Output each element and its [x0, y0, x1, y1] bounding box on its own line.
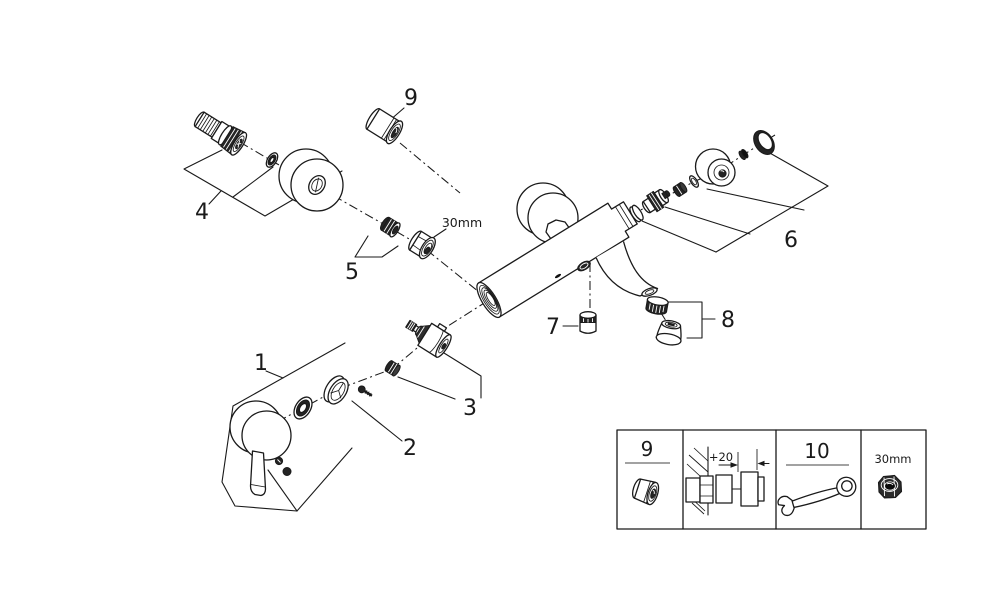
part1-lever-handle — [229, 400, 292, 497]
part6-escutcheon-cap — [694, 148, 736, 187]
spares-detail-box: 9 — [616, 429, 927, 530]
box-nut-size-label: 30mm — [874, 452, 911, 466]
part3-fixing-screw — [357, 385, 373, 397]
part7-screw-plug — [579, 311, 597, 334]
bath-spout — [595, 241, 659, 297]
callout-9: 9 — [404, 86, 418, 111]
part3-ceramic-cartridge — [405, 319, 452, 358]
wrench-icon — [777, 476, 857, 517]
body-plug-port — [577, 260, 591, 272]
part4-s-union — [193, 111, 248, 156]
callout-8: 8 — [721, 308, 735, 333]
union-nut-size-label: 30mm — [442, 215, 482, 230]
part6-retaining-ring — [753, 130, 775, 155]
callout-leader-lines — [183, 107, 829, 512]
callout-1: 1 — [254, 351, 268, 376]
part5-union-nut-30mm — [408, 230, 436, 260]
box-cell-wrench: 10 — [777, 439, 857, 517]
box-wrench-label: 10 — [804, 439, 829, 463]
box-cell-adapter: 9 — [625, 437, 670, 506]
callout-labels: 1 2 3 4 5 6 7 8 9 30mm — [195, 86, 798, 461]
part5-check-valve-insert — [379, 216, 401, 238]
callout-7: 7 — [546, 315, 560, 340]
part6-seal-disc — [629, 204, 644, 223]
part8-aerator-ring — [645, 296, 669, 315]
part4-seal-washer — [265, 152, 279, 168]
callout-4: 4 — [195, 200, 209, 225]
part8-spray-nozzle — [655, 319, 682, 346]
part6-small-nut — [672, 182, 688, 197]
box-adapter-label: 9 — [641, 437, 654, 461]
part6-check-valve — [641, 188, 671, 214]
handle-set-screws — [274, 456, 292, 476]
part4-wall-escutcheon — [278, 148, 344, 212]
part2-indicator-ring — [293, 396, 313, 420]
part6-washer — [689, 175, 699, 188]
part3-cartridge-nut — [384, 360, 401, 377]
part9-extension-adapter — [365, 108, 404, 145]
callout-6: 6 — [784, 228, 798, 253]
callout-5: 5 — [345, 260, 359, 285]
callout-2: 2 — [403, 436, 417, 461]
mixer-body — [476, 201, 638, 319]
part6-tiny-nut — [738, 148, 749, 161]
callout-3: 3 — [463, 396, 477, 421]
box-cell-nut: 30mm — [874, 452, 912, 499]
body-slot-detail — [554, 273, 562, 279]
wall-extension-diagram: +20 — [685, 446, 770, 516]
part2-cap-ring — [323, 375, 349, 405]
extension-dimension-label: +20 — [709, 450, 733, 464]
nut-30mm-icon — [877, 474, 903, 499]
box-adapter-icon — [631, 478, 660, 506]
